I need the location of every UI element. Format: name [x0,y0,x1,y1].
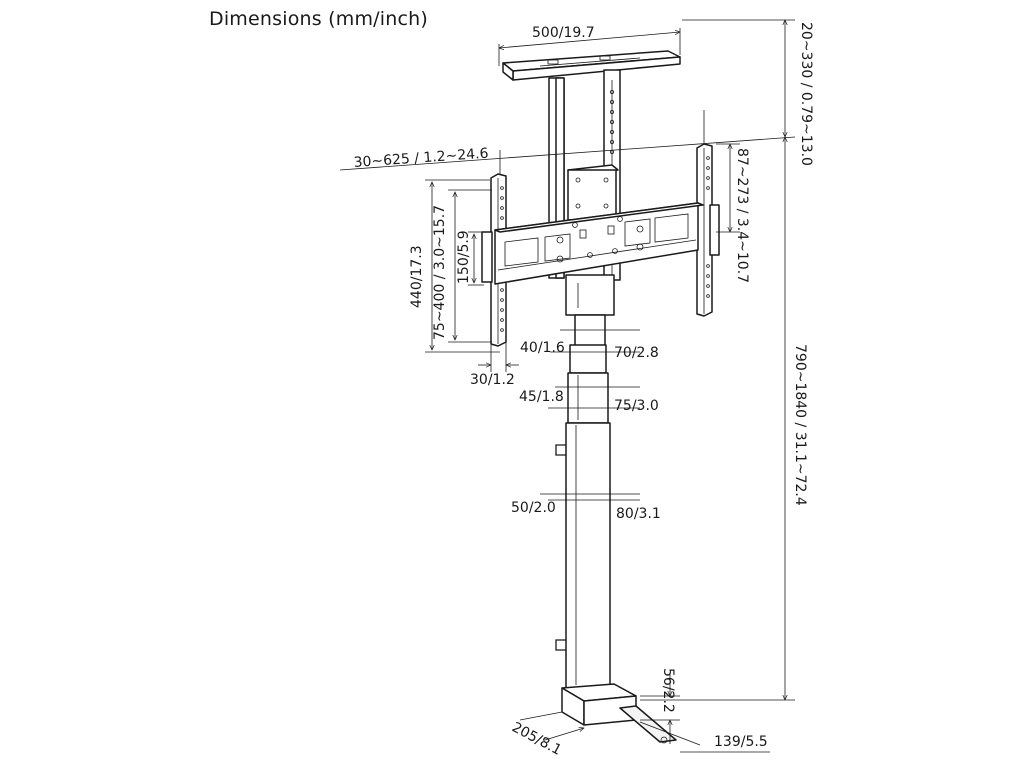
dim-ceiling-drop: 20~330 / 0.79~13.0 [798,22,814,166]
left-bracket-slots [500,186,504,332]
dim-lower-tube-width: 80/3.1 [616,506,661,522]
dim-base-height: 56/2.2 [660,668,676,713]
dim-ceiling-plate-width: 500/19.7 [532,25,595,41]
dim-vesa-vertical: 75~400 / 3.0~15.7 [432,205,448,340]
dim-bracket-height: 440/17.3 [409,245,425,308]
dim-upper-tube-depth: 40/1.6 [520,340,565,356]
slide-block [567,164,619,221]
dim-total-height: 790~1840 / 31.1~72.4 [792,344,808,506]
dim-arm-reach: 30~625 / 1.2~24.6 [353,146,489,171]
dim-lower-tube-depth: 50/2.0 [511,500,556,516]
dim-base-depth: 205/8.1 [509,719,564,758]
dim-bracket-offset: 87~273 / 3.4~10.7 [734,148,750,283]
dim-vesa-min: 150/5.9 [456,230,472,284]
dim-upper-tube-width: 70/2.8 [614,345,659,361]
dim-mid-tube-depth: 45/1.8 [519,389,564,405]
floor-base [561,683,677,744]
main-column [555,314,611,689]
dim-bracket-depth: 30/1.2 [470,372,515,388]
dim-base-width: 139/5.5 [714,734,768,750]
column-junction [565,274,615,316]
right-bracket-slots [706,156,710,298]
ceiling-plate [502,50,681,81]
drawing-title: Dimensions (mm/inch) [209,8,428,30]
dimension-lines [339,20,796,753]
mounting-plate [494,202,704,285]
right-bracket [696,143,720,317]
dim-mid-tube-width: 75/3.0 [614,398,659,414]
